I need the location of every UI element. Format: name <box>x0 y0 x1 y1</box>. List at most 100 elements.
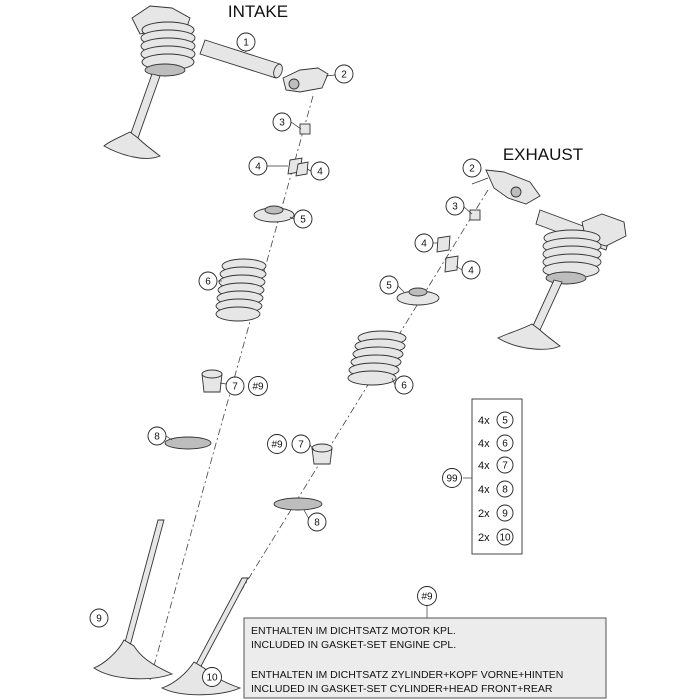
exhaust-lower-spring <box>347 330 407 386</box>
svg-text:4x: 4x <box>478 460 490 472</box>
svg-text:8: 8 <box>502 485 508 496</box>
exhaust-spring-seat <box>273 497 323 511</box>
callout-5-exhaust[interactable]: 5 <box>379 275 399 295</box>
leader-lines <box>165 49 489 618</box>
svg-text:4: 4 <box>421 239 427 250</box>
exhaust-upper-valve-stem <box>531 279 563 331</box>
svg-text:7: 7 <box>298 440 304 451</box>
intake-cotter-right <box>295 161 309 177</box>
intake-rocker-2 <box>282 67 329 93</box>
svg-text:9: 9 <box>96 614 102 625</box>
svg-text:6: 6 <box>401 381 407 392</box>
callout-9[interactable]: 9 <box>89 608 109 628</box>
svg-text:4x: 4x <box>478 484 490 496</box>
exhaust-upper-valve-head <box>497 323 561 350</box>
intake-title: INTAKE <box>228 2 288 21</box>
note-line: ENTHALTEN IM DICHTSATZ MOTOR KPL. <box>251 625 456 637</box>
callout-2-intake[interactable]: 2 <box>334 64 354 84</box>
callout-9-ref-exhaust[interactable]: #9 <box>267 434 287 454</box>
intake-lower-spring <box>215 258 267 322</box>
svg-text:1: 1 <box>243 38 249 49</box>
svg-text:8: 8 <box>314 518 320 529</box>
exhaust-upper-spring <box>542 229 602 285</box>
callout-4-intake-left[interactable]: 4 <box>248 156 268 176</box>
intake-upper-valve-stem <box>129 73 161 139</box>
callout-4-exhaust-left[interactable]: 4 <box>414 233 434 253</box>
svg-text:6: 6 <box>502 439 508 450</box>
kit-row: 4x 7 <box>478 456 514 474</box>
svg-text:4: 4 <box>255 162 261 173</box>
callout-1[interactable]: 1 <box>236 32 256 52</box>
svg-text:2: 2 <box>469 164 475 175</box>
kit-row: 4x 8 <box>478 480 514 498</box>
callouts: 1 2 2 3 3 4 4 4 4 5 5 6 6 7 7 #9 #9 8 8 … <box>89 32 482 687</box>
exhaust-top-assembly <box>485 169 627 350</box>
kit-row: 2x 9 <box>478 504 514 522</box>
intake-valve-head <box>93 639 174 680</box>
exhaust-rocker-2 <box>485 169 541 205</box>
svg-text:2x: 2x <box>478 532 490 544</box>
intake-spring-seat <box>164 436 212 450</box>
callout-10[interactable]: 10 <box>202 667 222 687</box>
callout-6-intake[interactable]: 6 <box>198 271 218 291</box>
svg-text:4x: 4x <box>478 415 490 427</box>
exhaust-exploded-parts <box>160 209 481 696</box>
svg-text:7: 7 <box>502 461 508 472</box>
callout-5-intake[interactable]: 5 <box>293 209 313 229</box>
intake-valve-stem <box>123 519 165 647</box>
svg-text:10: 10 <box>499 533 511 544</box>
callout-6-exhaust[interactable]: 6 <box>394 375 414 395</box>
callout-7-intake[interactable]: 7 <box>225 376 245 396</box>
kit-row: 4x 5 <box>478 411 514 429</box>
svg-text:4: 4 <box>317 167 323 178</box>
note-line: ENTHALTEN IM DICHTSATZ ZYLINDER+KOPF VOR… <box>251 669 563 681</box>
svg-text:9: 9 <box>502 509 508 520</box>
intake-top-assembly <box>103 5 329 159</box>
svg-text:5: 5 <box>502 416 508 427</box>
intake-upper-spring <box>140 21 196 77</box>
callout-3-intake[interactable]: 3 <box>272 112 292 132</box>
svg-text:3: 3 <box>279 118 285 129</box>
intake-upper-valve-head <box>103 131 161 159</box>
callout-99[interactable]: 99 <box>442 468 462 488</box>
svg-text:5: 5 <box>300 215 306 226</box>
svg-text:7: 7 <box>232 382 238 393</box>
callout-9-ref-intake[interactable]: #9 <box>248 376 268 396</box>
callout-9-note[interactable]: #9 <box>417 586 437 606</box>
kit-row: 2x 10 <box>478 528 514 546</box>
svg-text:10: 10 <box>206 673 218 684</box>
callout-4-exhaust-right[interactable]: 4 <box>461 260 481 280</box>
kit-row: 4x 6 <box>478 434 514 452</box>
note-line: INCLUDED IN GASKET-SET CYLINDER+HEAD FRO… <box>251 683 553 695</box>
svg-text:#9: #9 <box>271 440 283 451</box>
svg-text:4: 4 <box>468 266 474 277</box>
callout-8-intake[interactable]: 8 <box>147 426 167 446</box>
svg-text:#9: #9 <box>252 382 264 393</box>
note-line: INCLUDED IN GASKET-SET ENGINE CPL. <box>251 639 456 651</box>
callout-7-exhaust[interactable]: 7 <box>291 434 311 454</box>
exhaust-cotter-left <box>436 235 451 253</box>
exhaust-valve-head <box>160 661 242 696</box>
exhaust-title: EXHAUST <box>503 145 583 164</box>
exhaust-cotter-right <box>444 255 459 273</box>
svg-text:6: 6 <box>205 277 211 288</box>
svg-text:3: 3 <box>452 202 458 213</box>
callout-3-exhaust[interactable]: 3 <box>445 196 465 216</box>
svg-text:2x: 2x <box>478 508 490 520</box>
svg-text:99: 99 <box>446 474 458 485</box>
callout-4-intake-right[interactable]: 4 <box>310 161 330 181</box>
intake-lash-cap <box>299 123 311 135</box>
callout-8-exhaust[interactable]: 8 <box>307 512 327 532</box>
exhaust-lash-cap <box>469 209 481 221</box>
rocker-shaft-end <box>273 63 283 79</box>
svg-text:8: 8 <box>154 432 160 443</box>
gasket-note-box: ENTHALTEN IM DICHTSATZ MOTOR KPL. INCLUD… <box>243 617 607 699</box>
exhaust-valve-stem <box>193 577 249 669</box>
callout-2-exhaust[interactable]: 2 <box>462 158 482 178</box>
kit-contents-box: 4x 5 4x 6 4x 7 4x 8 2x 9 2x 10 <box>471 398 523 555</box>
intake-exploded-parts <box>93 123 311 680</box>
svg-text:2: 2 <box>341 70 347 81</box>
svg-text:5: 5 <box>386 281 392 292</box>
svg-text:4x: 4x <box>478 438 490 450</box>
